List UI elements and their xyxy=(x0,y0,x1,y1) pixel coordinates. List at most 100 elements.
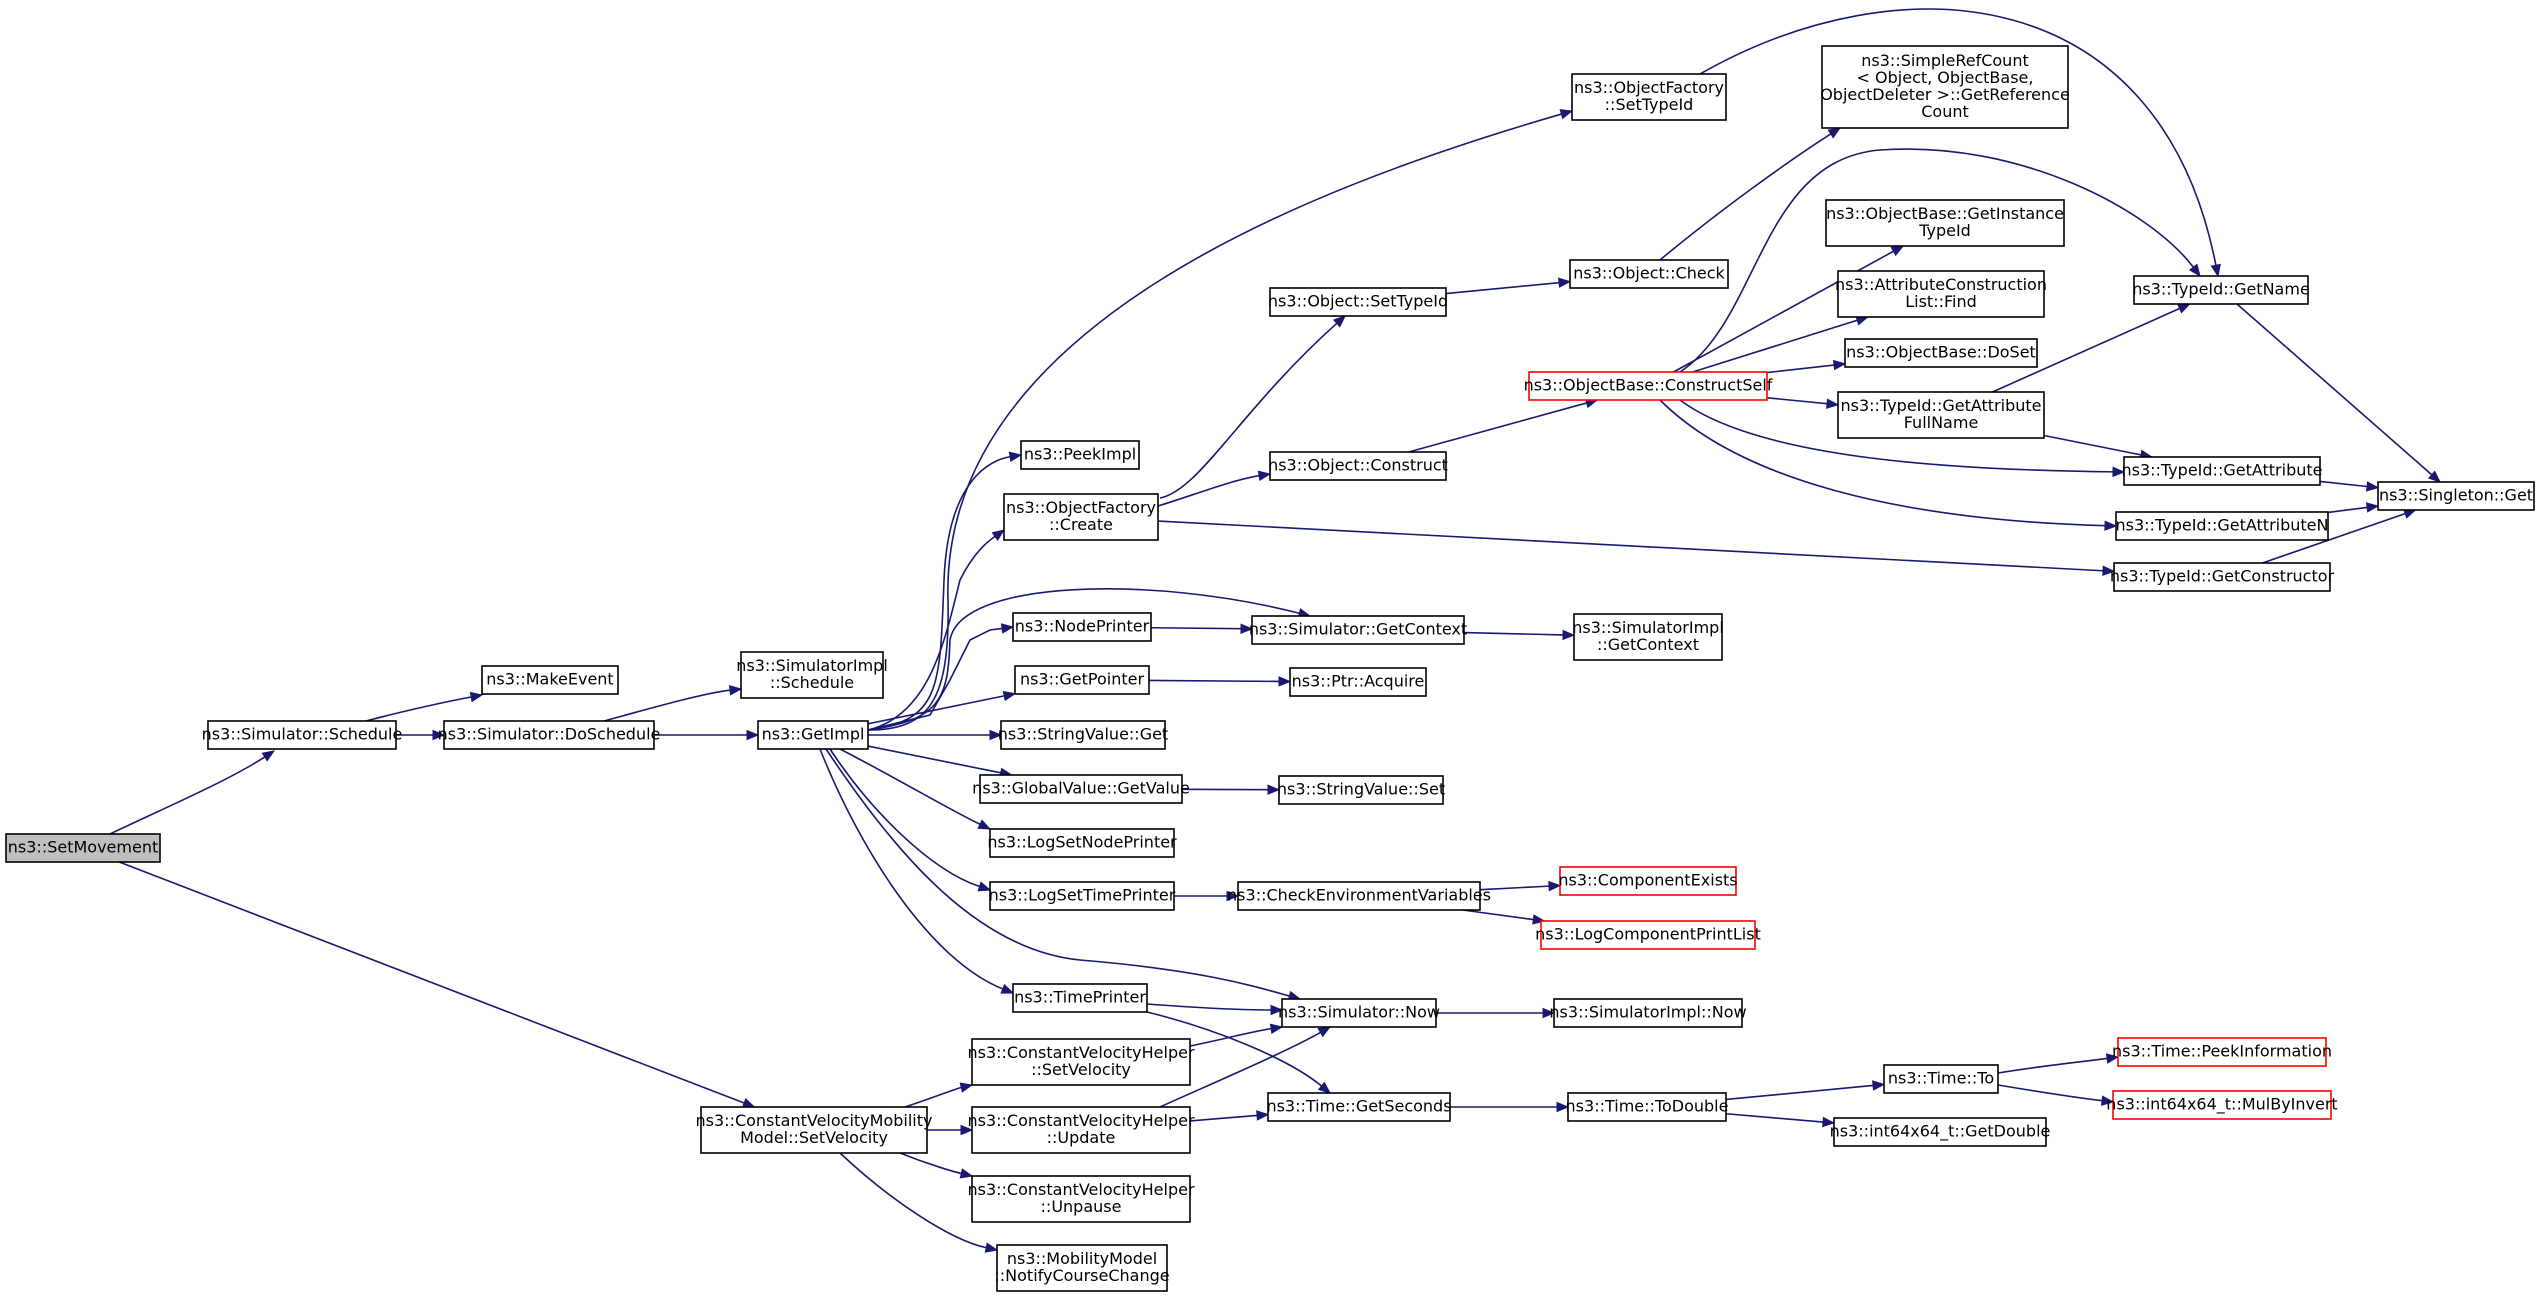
arrowhead xyxy=(1542,1007,1556,1019)
node-do-set[interactable]: ns3::ObjectBase::DoSet xyxy=(1844,338,2038,368)
node-singleton-get[interactable]: ns3::Singleton::Get xyxy=(2377,481,2535,511)
node-simple-ref-count[interactable]: ns3::SimpleRefCount< Object, ObjectBase,… xyxy=(1820,45,2070,129)
node-label: ns3::ComponentExists xyxy=(1558,871,1737,890)
node-box xyxy=(1278,775,1444,805)
edge-DoSchedule-to-GetImpl xyxy=(654,729,760,741)
node-obj-construct[interactable]: ns3::Object::Construct xyxy=(1268,451,1448,481)
edge-line xyxy=(899,1152,962,1175)
node-time-printer[interactable]: ns3::TimePrinter xyxy=(1012,983,1148,1013)
node-label: ns3::TimePrinter xyxy=(1014,988,1146,1007)
node-o-f-set-type-id[interactable]: ns3::ObjectFactory::SetTypeId xyxy=(1571,73,1727,121)
edge-OFSetTypeId-to-TypeIdGetName xyxy=(1699,8,2221,278)
node-time-get-seconds[interactable]: ns3::Time::GetSeconds xyxy=(1266,1092,1452,1122)
node-type-id-get-constructor[interactable]: ns3::TypeId::GetConstructor xyxy=(2110,562,2335,592)
node-log-set-time-printer[interactable]: ns3::LogSetTimePrinter xyxy=(989,881,1176,911)
node-sim-now[interactable]: ns3::Simulator::Now xyxy=(1278,998,1440,1028)
node-check-env[interactable]: ns3::CheckEnvironmentVariables xyxy=(1227,881,1491,911)
node-type-id-get-name[interactable]: ns3::TypeId::GetName xyxy=(2132,275,2310,305)
edge-TimeGetSeconds-to-TimeToDouble xyxy=(1450,1101,1570,1113)
node-box xyxy=(1553,998,1743,1028)
node-get-double[interactable]: ns3::int64x64_t::GetDouble xyxy=(1830,1117,2051,1147)
arrowhead xyxy=(960,1124,974,1136)
node-schedule[interactable]: ns3::Simulator::Schedule xyxy=(202,720,403,750)
node-box xyxy=(979,774,1183,804)
node-label: ns3::TypeId::GetAttribute xyxy=(2121,461,2322,480)
node-global-value-get-value[interactable]: ns3::GlobalValue::GetValue xyxy=(972,774,1190,804)
node-type-id-get-attribute-n[interactable]: ns3::TypeId::GetAttributeN xyxy=(2115,511,2329,541)
edge-line xyxy=(1997,1057,2108,1074)
node-type-id-get-attribute[interactable]: ns3::TypeId::GetAttribute xyxy=(2121,456,2323,486)
edge-line xyxy=(1445,281,1560,295)
node-box xyxy=(1883,1064,1999,1094)
node-time-to[interactable]: ns3::Time::To xyxy=(1883,1064,1999,1094)
node-o-f-create[interactable]: ns3::ObjectFactory::Create xyxy=(1003,493,1159,541)
arrowhead xyxy=(1559,109,1574,120)
arrowhead xyxy=(991,529,1006,541)
node-label: ns3::AttributeConstruction xyxy=(1835,275,2047,294)
arrowhead xyxy=(1257,470,1272,481)
edge-TypeIdGetAttribute-to-SingletonGet xyxy=(2319,480,2380,492)
node-label: ns3::Ptr::Acquire xyxy=(1292,672,1425,691)
arrowhead xyxy=(1832,359,1847,371)
edge-line xyxy=(1679,399,2114,473)
node-string-value-set[interactable]: ns3::StringValue::Set xyxy=(1277,775,1445,805)
node-label: ::Unpause xyxy=(1041,1197,1122,1216)
node-box xyxy=(700,1106,928,1154)
node-sim-impl-now[interactable]: ns3::SimulatorImpl::Now xyxy=(1549,998,1747,1028)
node-label: ns3::ObjectBase::ConstructSelf xyxy=(1524,376,1773,395)
node-node-printer[interactable]: ns3::NodePrinter xyxy=(1012,612,1152,642)
node-label: ns3::ConstantVelocityHelper xyxy=(967,1111,1194,1130)
node-box xyxy=(2133,275,2309,305)
node-c-v-h-set-velocity[interactable]: ns3::ConstantVelocityHelper::SetVelocity xyxy=(967,1038,1195,1086)
edge-TimeToDouble-to-TimeTo xyxy=(1725,1080,1886,1101)
node-c-v-m-m-set-velocity[interactable]: ns3::ConstantVelocityMobilityModel::SetV… xyxy=(696,1106,933,1154)
edge-line xyxy=(1992,307,2180,393)
node-do-schedule[interactable]: ns3::Simulator::DoSchedule xyxy=(438,720,661,750)
arrowhead xyxy=(1890,245,1905,257)
node-c-v-h-update[interactable]: ns3::ConstantVelocityHelper::Update xyxy=(967,1106,1195,1154)
node-get-impl[interactable]: ns3::GetImpl xyxy=(757,720,869,750)
node-peek-information[interactable]: ns3::Time::PeekInformation xyxy=(2112,1037,2332,1067)
node-obj-set-type-id[interactable]: ns3::Object::SetTypeId xyxy=(1268,287,1448,317)
node-label: Count xyxy=(1921,102,1969,121)
node-label: ::Create xyxy=(1049,515,1113,534)
node-component-exists[interactable]: ns3::ComponentExists xyxy=(1558,866,1738,896)
node-mul-by-invert[interactable]: ns3::int64x64_t::MulByInvert xyxy=(2106,1090,2338,1120)
edge-line xyxy=(867,113,1562,731)
node-sim-impl-schedule[interactable]: ns3::SimulatorImpl::Schedule xyxy=(736,651,888,699)
node-obj-check[interactable]: ns3::Object::Check xyxy=(1569,259,1729,289)
node-box xyxy=(1251,615,1465,645)
edge-line xyxy=(1157,520,2104,572)
node-get-pointer[interactable]: ns3::GetPointer xyxy=(1014,665,1150,695)
arrowhead xyxy=(1256,1110,1270,1121)
node-construct-self[interactable]: ns3::ObjectBase::ConstructSelf xyxy=(1524,371,1773,401)
node-label: ns3::LogComponentPrintList xyxy=(1535,925,1761,944)
node-log-set-node-printer[interactable]: ns3::LogSetNodePrinter xyxy=(987,828,1177,858)
edge-line xyxy=(1725,1112,1824,1123)
edge-line xyxy=(1479,885,1550,891)
node-log-component-print-list[interactable]: ns3::LogComponentPrintList xyxy=(1535,920,1761,950)
node-c-v-h-unpause[interactable]: ns3::ConstantVelocityHelper::Unpause xyxy=(967,1175,1195,1223)
arrowhead xyxy=(2427,470,2442,483)
node-notify-course-change[interactable]: ns3::MobilityModel::NotifyCourseChange xyxy=(994,1244,1170,1292)
edge-GetImpl-to-GlobalValueGetValue xyxy=(867,745,1013,778)
node-sim-get-context[interactable]: ns3::Simulator::GetContext xyxy=(1249,615,1467,645)
node-sim-impl-get-context[interactable]: ns3::SimulatorImpl::GetContext xyxy=(1572,613,1724,661)
edge-CheckEnv-to-LogComponentPrintList xyxy=(1462,909,1546,925)
node-ptr-acquire[interactable]: ns3::Ptr::Acquire xyxy=(1289,667,1427,697)
node-make-event[interactable]: ns3::MakeEvent xyxy=(481,665,619,695)
node-set-movement[interactable]: ns3::SetMovement xyxy=(5,833,161,863)
edge-GlobalValueGetValue-to-StringValueSet xyxy=(1181,784,1281,795)
node-time-to-double[interactable]: ns3::Time::ToDouble xyxy=(1566,1092,1729,1122)
node-box xyxy=(1269,451,1447,481)
node-label: ns3::LogSetNodePrinter xyxy=(987,833,1177,852)
node-string-value-get[interactable]: ns3::StringValue::Get xyxy=(998,720,1168,750)
node-label: ns3::PeekImpl xyxy=(1024,445,1136,464)
arrowhead xyxy=(1332,315,1346,328)
node-box xyxy=(1289,667,1427,697)
node-peek-impl[interactable]: ns3::PeekImpl xyxy=(1020,440,1140,470)
arrowhead xyxy=(2177,303,2191,314)
